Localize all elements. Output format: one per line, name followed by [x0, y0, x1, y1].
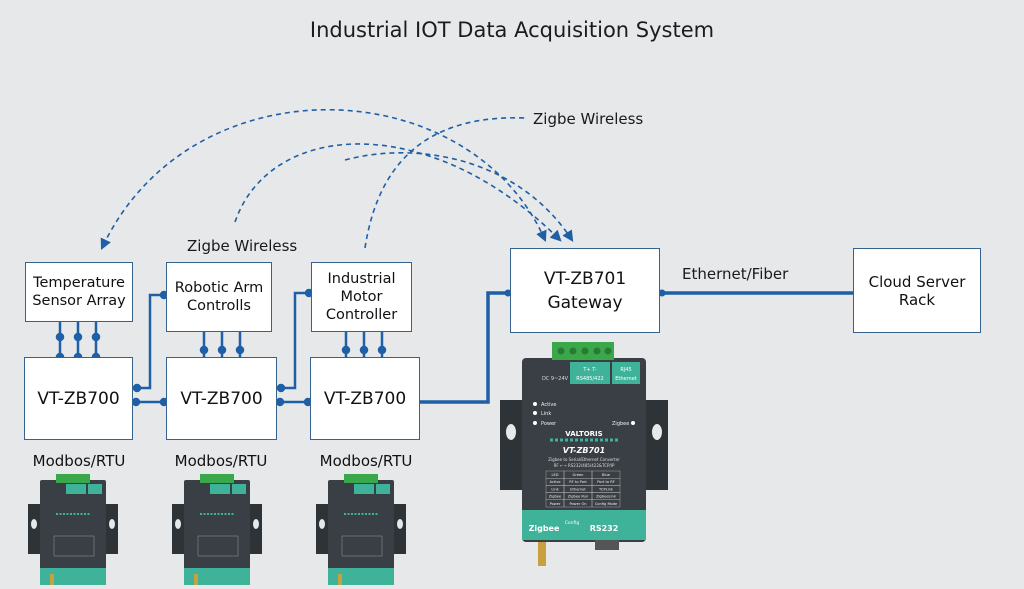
port-label: RS485/422 — [576, 376, 603, 382]
table-cell: Power — [550, 502, 561, 506]
table-cell: ZigbeeLink — [596, 495, 617, 499]
sensor-line: Industrial — [327, 271, 396, 287]
zigbee-wireless-label-mid: Zigbe Wireless — [187, 237, 298, 255]
table-cell: Zigbee Run — [568, 495, 588, 499]
bottom-rs232-label: RS232 — [590, 524, 619, 533]
table-cell: RF to Port — [569, 480, 587, 484]
zigbee-wireless-label-top: Zigbe Wireless — [533, 110, 644, 128]
device-model: VT-ZB701 — [563, 446, 605, 455]
terminal-label: RJ45 — [620, 367, 631, 373]
table-cell-border — [591, 499, 621, 508]
node-device-image — [28, 474, 118, 589]
ethernet-fiber-label: Ethernet/Fiber — [682, 265, 789, 283]
sensor-line: Robotic Arm — [174, 280, 264, 296]
zigbee-led-label: Zigbee — [612, 421, 629, 427]
device-desc: Zigbee to Serial/Ethernet Converter — [548, 457, 620, 462]
cloud-server-box: Cloud Server Rack — [853, 248, 981, 333]
table-cell: Ethernet — [570, 487, 586, 491]
wireless-arc-motor — [364, 117, 526, 249]
terminal-label: T+ T- — [582, 367, 596, 373]
table-cell: TCPLink — [598, 487, 614, 491]
table-cell: Port to RF — [597, 480, 615, 484]
sensor-line: Motor — [340, 289, 383, 305]
table-cell: LED — [551, 473, 558, 477]
table-cell: Green — [573, 473, 584, 477]
table-cell: Zigbee — [549, 495, 562, 499]
table-cell: Active — [549, 480, 561, 484]
node-device-image — [316, 474, 406, 589]
wireless-arc-gateway-to-sensor — [100, 108, 547, 251]
led-label: Active — [541, 402, 556, 408]
protocol-label-2: Modbos/RTU — [174, 452, 268, 470]
led-label: Power — [541, 421, 557, 427]
node-vt-zb700-2: VT-ZB700 — [166, 357, 277, 440]
table-cell: Blue — [602, 473, 611, 477]
protocol-label-1: Modbos/RTU — [32, 452, 126, 470]
diagram-title: Industrial IOT Data Acquisition System — [309, 18, 715, 42]
node-device-image — [172, 474, 262, 589]
gateway-label: Gateway — [547, 292, 623, 313]
dc-label: DC 9~24V — [542, 376, 569, 382]
bottom-config-label: Config — [565, 520, 580, 526]
wireless-arc-robotic — [234, 143, 562, 242]
gateway-model: VT-ZB701 — [543, 268, 627, 289]
sensor-line: Controlls — [186, 298, 251, 314]
protocol-label-3: Modbos/RTU — [319, 452, 413, 470]
gateway-box: VT-ZB701 Gateway — [510, 248, 660, 333]
port-label: Ethernet — [615, 376, 637, 382]
sensor-line: Temperature — [33, 275, 125, 291]
sensor-line: Sensor Array — [32, 293, 126, 309]
bottom-zigbee-label: Zigbee — [529, 524, 560, 533]
node-vt-zb700-3: VT-ZB700 — [310, 357, 420, 440]
gateway-device-image: T+ T- RS485/422 RJ45 Ethernet DC 9~24V A… — [500, 342, 668, 566]
table-cell: Config Mode — [595, 502, 618, 506]
led-label: Link — [541, 411, 551, 417]
table-cell: Power On — [569, 502, 586, 506]
sensor-line: Controller — [325, 307, 398, 323]
node-vt-zb700-1: VT-ZB700 — [24, 357, 133, 440]
device-desc2: RF ←→ RS232/485/422&TCP/IP — [554, 463, 615, 468]
device-brand: VALTORIS — [565, 430, 602, 438]
table-cell: Link — [551, 487, 559, 491]
wireless-arc-motor-to-gateway — [344, 151, 574, 242]
